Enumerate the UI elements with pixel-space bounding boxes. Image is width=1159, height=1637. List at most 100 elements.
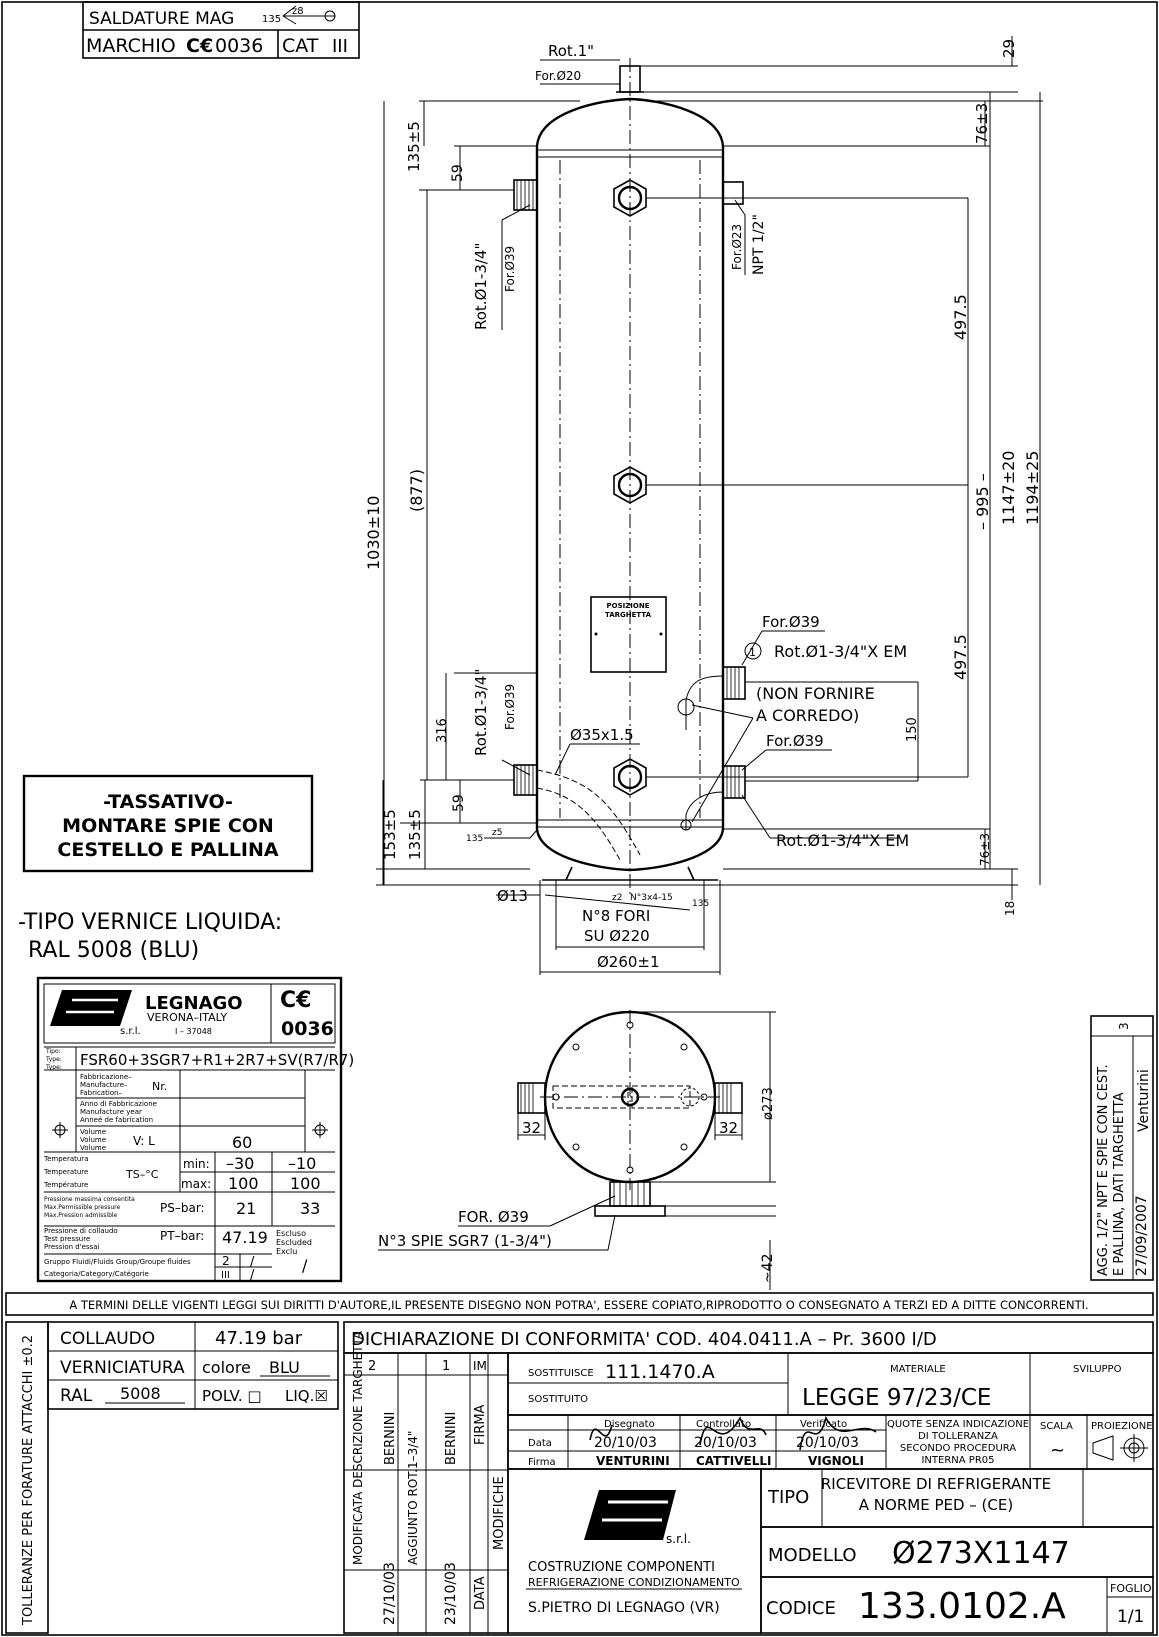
ral-value: 5008 bbox=[120, 1384, 161, 1403]
temp-max-label: max: bbox=[181, 1177, 211, 1191]
nameplate-srl: s.r.l. bbox=[120, 1026, 141, 1037]
liq-label: LIQ.☒ bbox=[285, 1387, 328, 1405]
vol-unit: V: L bbox=[133, 1134, 155, 1148]
company-logo-icon bbox=[584, 1490, 676, 1540]
nameplate-ce-number: 0036 bbox=[281, 1018, 334, 1040]
weld-symbol-b: z8 bbox=[292, 6, 304, 17]
year-label-1: Anno di Fabbricazione bbox=[80, 1100, 157, 1108]
verniciatura-label: VERNICIATURA bbox=[60, 1358, 185, 1378]
rev1-description: AGGIUNTO ROT.1–3/4" bbox=[406, 1431, 420, 1565]
foot-weld-b: N°3x4-15 bbox=[630, 893, 673, 903]
date-disegnato: 20/10/03 bbox=[594, 1435, 657, 1451]
warning-box: -TASSATIVO- MONTARE SPIE CON CESTELLO E … bbox=[22, 774, 314, 873]
plate-position-label-2: TARGHETTA bbox=[605, 611, 652, 619]
company-address: S.PIETRO DI LEGNAGO (VR) bbox=[528, 1600, 720, 1616]
tipo-label-2: Type: bbox=[45, 1056, 62, 1063]
note-circle-icon bbox=[744, 642, 762, 660]
welding-label: SALDATURE MAG bbox=[89, 9, 234, 29]
vol-value: 60 bbox=[232, 1133, 252, 1152]
name-disegnato: VENTURINI bbox=[596, 1454, 670, 1468]
temp-min-label: min: bbox=[183, 1157, 210, 1171]
dim-1030: 1030±10 bbox=[364, 496, 383, 570]
revision-date: 27/09/2007 bbox=[1134, 1195, 1150, 1276]
dichiarazione-text: DICHIARAZIONE DI CONFORMITA' COD. 404.04… bbox=[351, 1329, 937, 1350]
callout-rot-r2: Rot.Ø1-3/4"X EM bbox=[776, 831, 909, 850]
signatures-handwritten bbox=[589, 1415, 877, 1451]
firma-header: FIRMA bbox=[473, 1404, 488, 1445]
dim-497-top: 497.5 bbox=[951, 294, 970, 340]
dim-150: 150 bbox=[905, 717, 920, 742]
dim-76-bottom: 76±3 bbox=[978, 833, 992, 866]
paint-line-1: -TIPO VERNICE LIQUIDA: bbox=[18, 910, 282, 935]
polv-label: POLV. □ bbox=[202, 1387, 262, 1405]
dim-59-bottom: 59 bbox=[451, 794, 467, 812]
weld-small-a: 135 bbox=[466, 834, 483, 844]
sviluppo-label: SVILUPPO bbox=[1073, 1364, 1122, 1375]
welding-mark-box: SALDATURE MAG 135 z8 MARCHIO C€ 0036 CAT… bbox=[82, 1, 360, 59]
nameplate-city: LEGNAGO bbox=[145, 993, 243, 1014]
excluded-3: Exclu bbox=[276, 1247, 297, 1256]
temp-max-1: 100 bbox=[228, 1174, 259, 1193]
rev-col-1: 1 bbox=[442, 1359, 450, 1374]
callout-for-left-bottom: For.Ø39 bbox=[503, 684, 517, 730]
warning-line-3: CESTELLO E PALLINA bbox=[57, 839, 279, 861]
nameplate-zip: I – 37048 bbox=[175, 1027, 212, 1036]
firma-row-label: Firma bbox=[528, 1457, 556, 1468]
dim-32-right: 32 bbox=[719, 1119, 738, 1137]
ce-code: 0036 bbox=[215, 35, 263, 57]
quote-line-2: DI TOLLERANZA bbox=[918, 1431, 998, 1442]
dimension-labels: 29 76±3 135±5 59 497.5 – 995 – 1147±20 1… bbox=[364, 39, 1042, 971]
tipo-value-1: RICEVITORE DI REFRIGERANTE bbox=[821, 1475, 1051, 1493]
fab-nr: Nr. bbox=[152, 1080, 167, 1093]
controllato-label: Controllato bbox=[696, 1419, 751, 1430]
pt-label-2: Test pressure bbox=[43, 1235, 90, 1243]
temp-label-3: Température bbox=[43, 1181, 88, 1189]
vessel-elevation-view: POSIZIONE TARGHETTA bbox=[513, 58, 968, 895]
dim-995: – 995 – bbox=[973, 473, 992, 530]
title-block: TOLLERANZE PER FORATURE ATTACCHI ±0.2 CO… bbox=[5, 1321, 1154, 1634]
colore-label: colore bbox=[202, 1358, 251, 1377]
callout-spie: N°3 SPIE SGR7 (1-3/4") bbox=[378, 1232, 552, 1250]
callout-labels: Rot.1" For.Ø20 Rot.Ø1-3/4" For.Ø39 For.Ø… bbox=[466, 42, 909, 945]
dimension-lines bbox=[376, 36, 1043, 975]
vessel-top-view: ø273 32 32 ~42 FOR. Ø39 N°3 SPIE SGR7 (1… bbox=[378, 1010, 776, 1290]
foot-weld-a: z2 bbox=[612, 893, 622, 903]
tipo-value-2: A NORME PED – (CE) bbox=[859, 1496, 1013, 1514]
dim-316: 316 bbox=[435, 718, 450, 743]
holes-circle: SU Ø220 bbox=[584, 927, 650, 945]
dim-497-bottom: 497.5 bbox=[951, 634, 970, 680]
callout-npt: NPT 1/2" bbox=[751, 214, 767, 275]
name-verificato: VIGNOLI bbox=[808, 1454, 864, 1468]
holes-count: N°8 FORI bbox=[582, 907, 650, 925]
year-label-3: Anneé de fabrication bbox=[80, 1116, 153, 1124]
callout-for-left-top: For.Ø39 bbox=[503, 246, 517, 292]
legge-value: LEGGE 97/23/CE bbox=[802, 1385, 991, 1411]
revision-name: Venturini bbox=[1136, 1069, 1152, 1132]
weld-circle-icon bbox=[324, 10, 336, 22]
temp-label-1: Temperatura bbox=[43, 1155, 88, 1163]
foglio-label: FOGLIO bbox=[1110, 1582, 1152, 1595]
revision-line-2: E PALLINA, DATI TARGHETTA bbox=[1112, 1092, 1127, 1276]
dim-29: 29 bbox=[1000, 39, 1018, 58]
vol-label-1: Volume bbox=[80, 1128, 106, 1136]
rev-col-2: 2 bbox=[368, 1359, 376, 1374]
group-label-1: Gruppo Fluidi/Fluids Group/Groupe fluide… bbox=[44, 1258, 191, 1266]
proiezione-label: PROIEZIONE bbox=[1091, 1421, 1153, 1432]
collaudo-value: 47.19 bar bbox=[215, 1328, 303, 1349]
callout-for-top: For.Ø20 bbox=[535, 69, 581, 83]
ps-label-3: Max.Pression admissible bbox=[44, 1212, 118, 1219]
fab-label-1: Fabbricazione– bbox=[80, 1073, 132, 1081]
nameplate: LEGNAGO VERONA–ITALY s.r.l. I – 37048 C€… bbox=[36, 976, 354, 1283]
foot-weld-c: 135 bbox=[692, 899, 709, 909]
tipo-label: TIPO bbox=[767, 1487, 809, 1508]
materiale-label: MATERIALE bbox=[890, 1364, 946, 1375]
pt-unit: PT–bar: bbox=[160, 1229, 204, 1243]
sostituito-label: SOSTITUITO bbox=[528, 1394, 588, 1405]
callout-rot-r1: Rot.Ø1-3/4"X EM bbox=[774, 642, 907, 661]
marchio-label: MARCHIO bbox=[86, 35, 176, 57]
rev1-date: 23/10/03 bbox=[443, 1562, 459, 1625]
dim-135-top: 135±5 bbox=[405, 121, 423, 172]
group-label-2: Categoria/Category/Catégorie bbox=[44, 1270, 149, 1278]
